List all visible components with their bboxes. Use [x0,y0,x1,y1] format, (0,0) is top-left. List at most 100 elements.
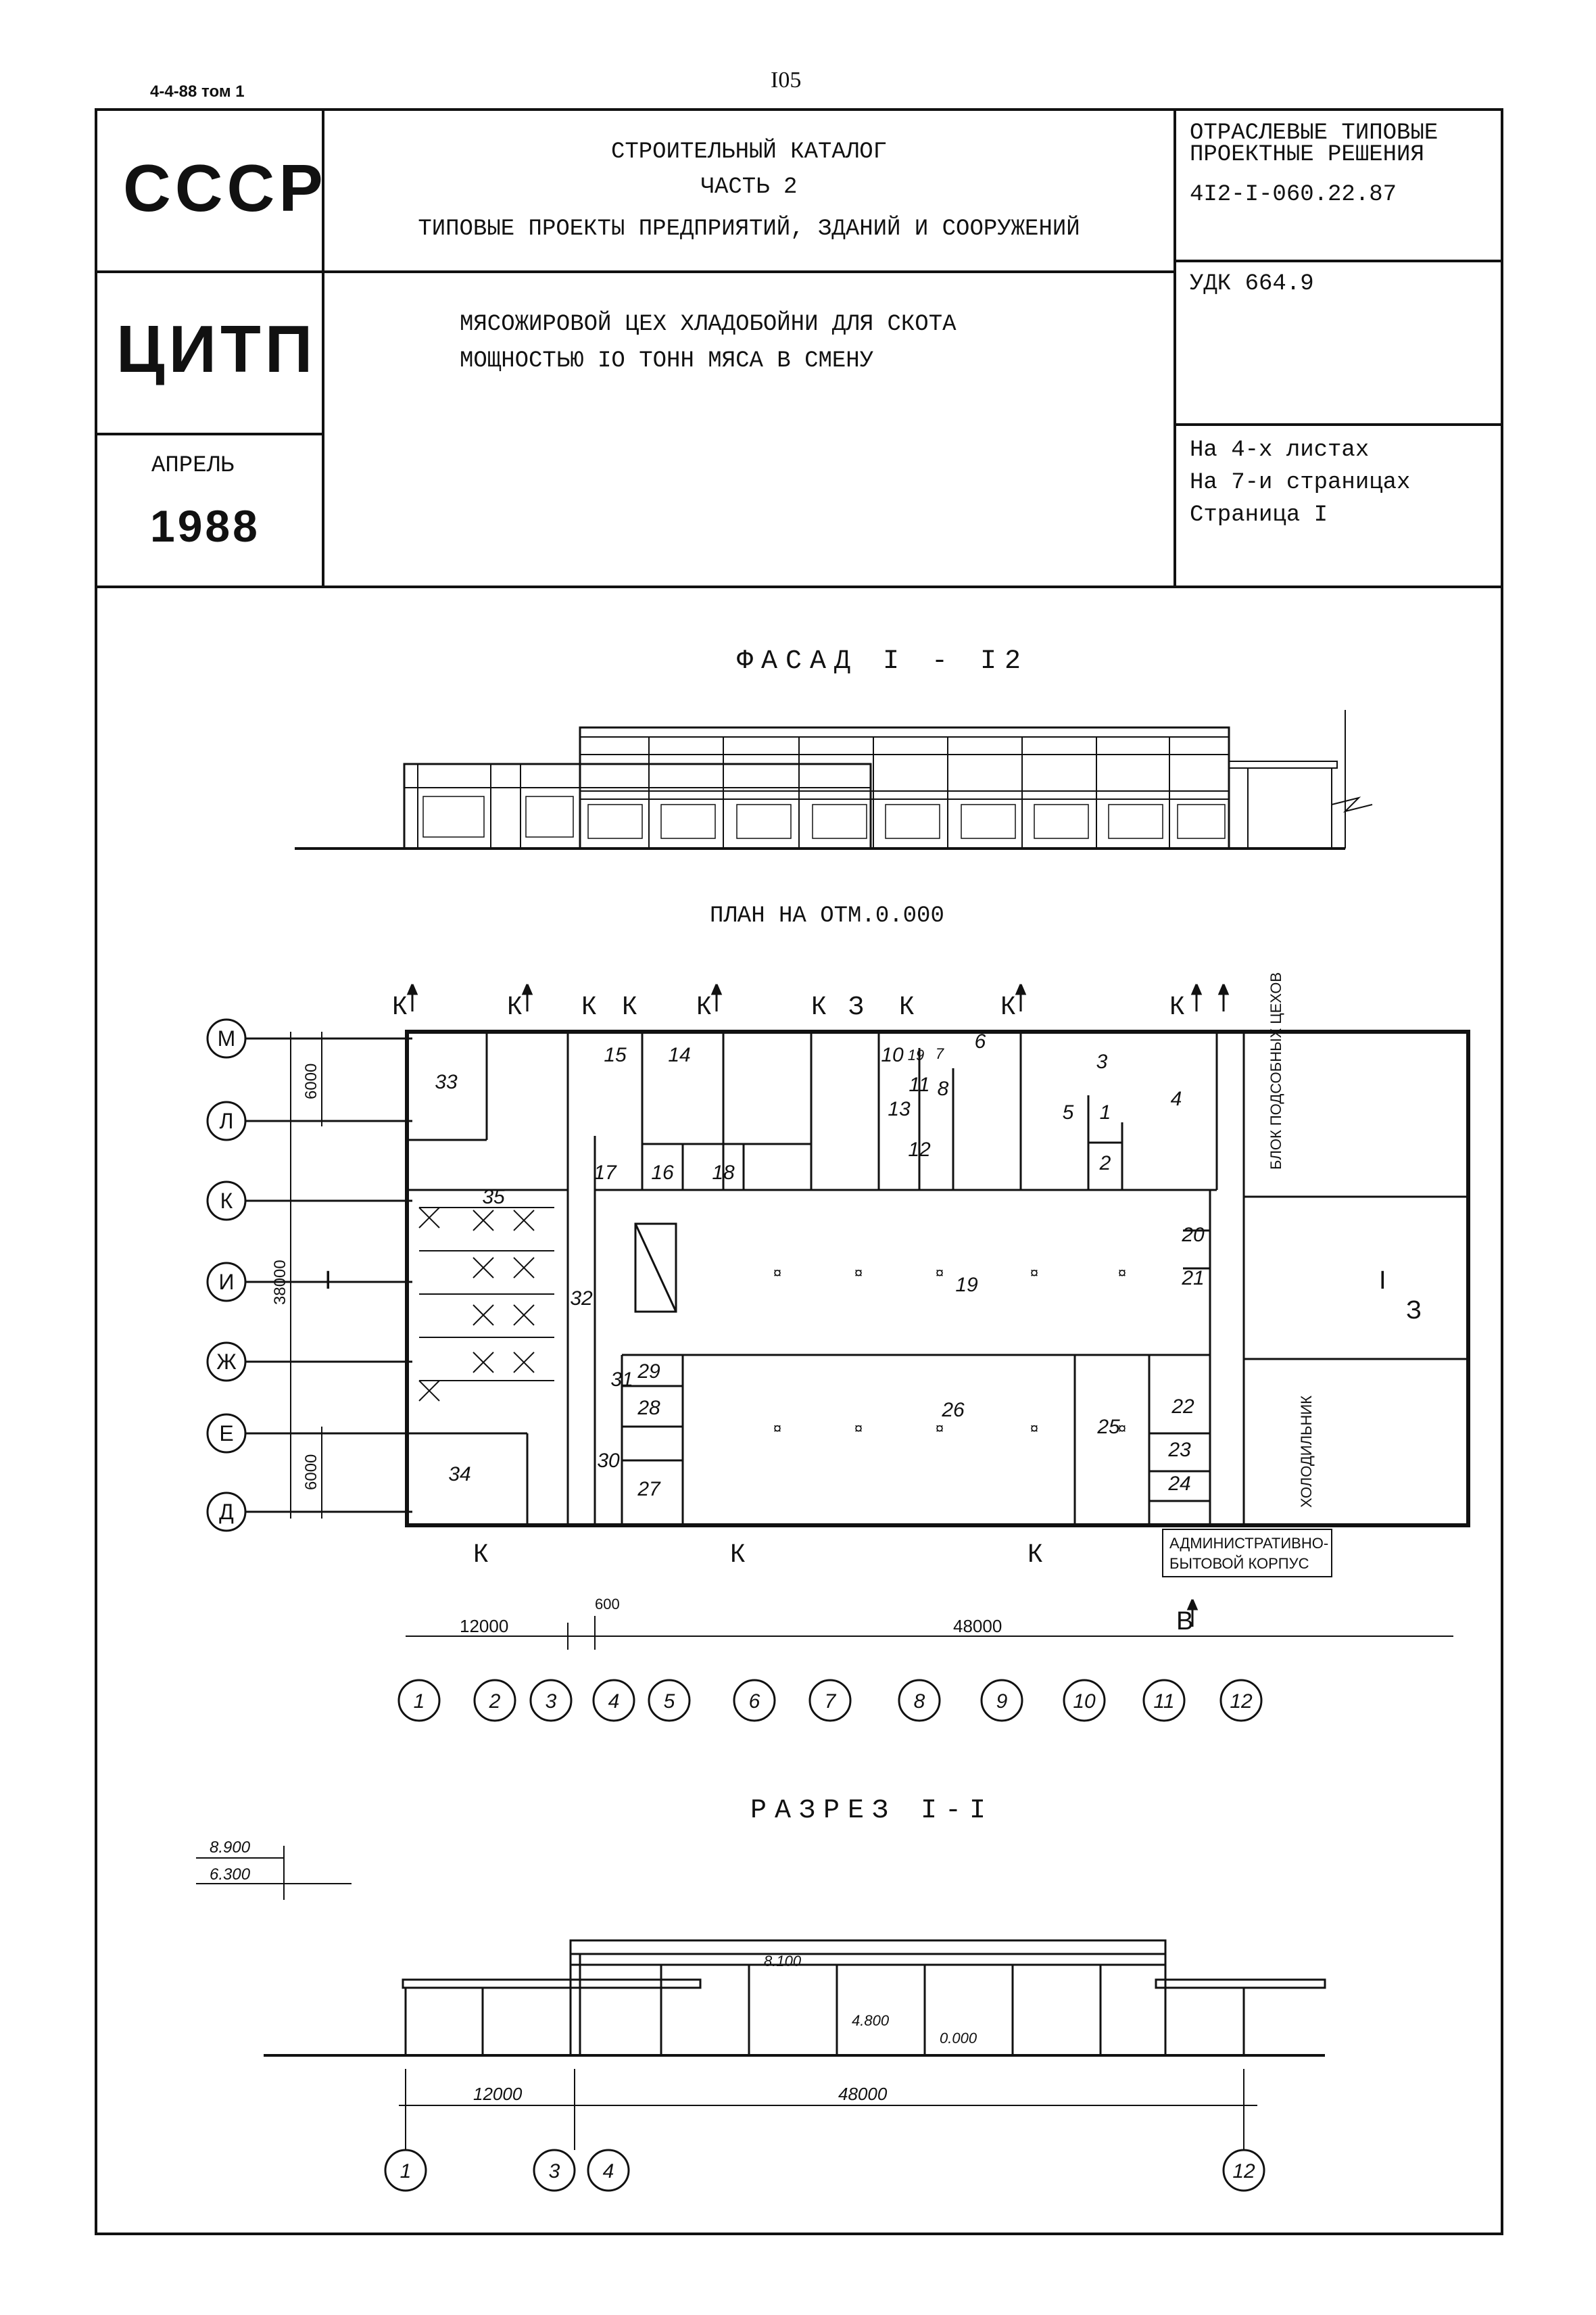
room-1: 1 [1100,1101,1111,1124]
label-block: БЛОК ПОДСОБНЫХ ЦЕХОВ [1267,972,1284,1170]
room-15: 15 [604,1044,627,1066]
svg-text:¤: ¤ [773,1420,781,1437]
section-axis-4: 4 [603,2160,614,2182]
room-28: 28 [637,1397,660,1419]
entrance-k-5: К [696,992,711,1020]
pages-count: На 7-и страницах [1190,470,1411,496]
room-25: 25 [1096,1416,1120,1438]
section-title: РАЗРЕЗ I-I [750,1796,994,1826]
room-7: 7 [936,1045,944,1062]
axis-row-k: К [220,1189,233,1213]
level-8100: 8.100 [764,1953,802,1970]
series-note: 4-4-88 том 1 [150,82,245,101]
level-6300: 6.300 [210,1865,251,1884]
entrance-k-6: К [811,992,826,1020]
floor-plan: М Л К И Ж Е Д 38000 6000 6000 [206,972,1470,1722]
divider-h5 [1174,423,1503,426]
entrance-k-3: К [581,992,596,1020]
axis-row-zh: Ж [216,1350,237,1374]
room-29: 29 [637,1360,660,1383]
divider-v1 [322,108,324,587]
room-20: 20 [1181,1224,1205,1246]
svg-text:¤: ¤ [936,1420,944,1437]
axis-col-9: 9 [996,1690,1008,1713]
room-23: 23 [1167,1439,1191,1461]
room-27: 27 [637,1478,661,1500]
entrance-k-11: К [730,1540,745,1568]
room-24: 24 [1167,1473,1190,1495]
axis-col-6: 6 [749,1690,760,1713]
stamp-ussr: СССР [123,151,327,225]
right-top-line-2: ПРОЕКТНЫЕ РЕШЕНИЯ [1190,142,1424,168]
svg-text:¤: ¤ [773,1264,781,1281]
section-axis-12: 12 [1232,2160,1255,2182]
room-13: 13 [888,1098,911,1120]
divider-h4 [1174,260,1503,262]
udk-code: УДК 664.9 [1190,271,1314,297]
svg-text:¤: ¤ [854,1420,863,1437]
axis-col-5: 5 [664,1690,675,1713]
label-cold: ХОЛОДИЛЬНИК [1298,1395,1315,1508]
section-axis-3: 3 [549,2160,560,2182]
room-17: 17 [594,1162,617,1184]
entrance-v: В [1176,1607,1193,1636]
axis-col-10: 10 [1073,1690,1096,1713]
cut-mark-right: I [1379,1266,1386,1295]
svg-text:¤: ¤ [936,1264,944,1281]
level-8900: 8.900 [210,1838,251,1857]
project-code: 4I2-I-060.22.87 [1190,182,1397,208]
room-19: 19 [955,1274,978,1296]
axis-col-2: 2 [489,1690,501,1713]
entrance-k-1: К [392,992,407,1020]
axis-row-l: Л [220,1109,234,1133]
catalog-line-3: ТИПОВЫЕ ПРОЕКТЫ ПРЕДПРИЯТИЙ, ЗДАНИЙ И СО… [418,216,1080,242]
dim-right-span: 48000 [953,1616,1002,1636]
section-drawing: 8.900 6.300 8.100 4.800 0.000 12000 4800 [196,1838,1326,2192]
label-admin-2: БЫТОВОЙ КОРПУС [1169,1555,1309,1572]
room-31: 31 [610,1368,633,1391]
entrance-k-4: К [622,992,637,1020]
axis-col-11: 11 [1153,1690,1174,1713]
stamp-month: АПРЕЛЬ [151,453,235,479]
room-12: 12 [908,1139,931,1161]
room-5: 5 [1063,1101,1074,1124]
sheets-count: На 4-х листах [1190,437,1370,463]
stamp-year: 1988 [150,501,260,551]
axis-col-4: 4 [608,1690,620,1713]
right-top-line-1: ОТРАСЛЕВЫЕ ТИПОВЫЕ [1190,120,1438,146]
section-dim-right: 48000 [838,2084,888,2104]
room-4: 4 [1171,1088,1182,1110]
sheet-frame [95,108,1503,2235]
entrance-k-7: К [899,992,914,1020]
project-title-line-2: МОЩНОСТЬЮ IO ТОНН МЯСА В СМЕНУ [460,348,874,374]
project-title-line-1: МЯСОЖИРОВОЙ ЦЕХ ХЛАДОБОЙНИ ДЛЯ СКОТА [460,312,957,337]
room-30: 30 [597,1450,620,1472]
room-19a: 19 [908,1047,924,1064]
page-number: I05 [771,68,802,93]
room-32: 32 [570,1287,593,1310]
axis-col-3: 3 [546,1690,557,1713]
axis-col-12: 12 [1230,1690,1253,1713]
facade-drawing [295,710,1373,850]
dim-bottom-bay: 6000 [302,1454,320,1490]
stamp-citp: ЦИТП [116,312,317,386]
entrance-k-8: К [1000,992,1015,1020]
axis-row-e: Е [219,1421,233,1446]
room-33: 33 [435,1071,458,1093]
room-3: 3 [1096,1051,1108,1073]
entrance-k-10: К [473,1540,488,1568]
axis-row-d: Д [219,1500,234,1524]
divider-h1 [95,270,1176,273]
svg-text:¤: ¤ [1030,1420,1038,1437]
svg-text:¤: ¤ [1030,1264,1038,1281]
label-admin-1: АДМИНИСТРАТИВНО- [1169,1535,1328,1552]
room-18: 18 [712,1162,735,1184]
entrance-k-9: К [1169,992,1184,1020]
room-8: 8 [938,1078,949,1100]
axis-col-8: 8 [914,1690,925,1713]
room-34: 34 [448,1463,470,1485]
divider-v2 [1174,108,1176,587]
catalog-line-2: ЧАСТЬ 2 [700,174,798,200]
entrance-z-1: З [848,992,864,1020]
axis-row-m: М [218,1026,236,1051]
